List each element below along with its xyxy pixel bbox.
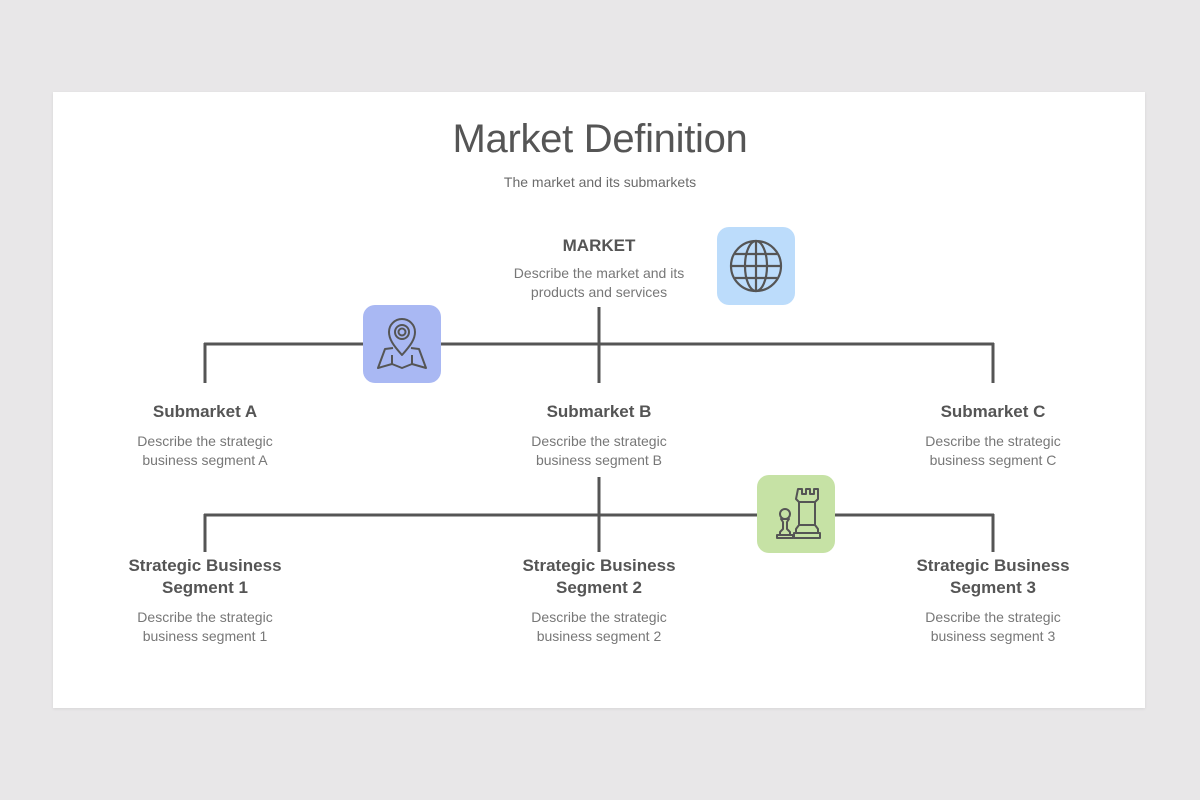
submarket-c-title: Submarket C bbox=[940, 402, 1046, 421]
submarket-c-node: Submarket C Describe the strategic busin… bbox=[883, 401, 1103, 470]
segment-1-node: Strategic Business Segment 1 Describe th… bbox=[95, 555, 315, 646]
segment-3-node: Strategic Business Segment 3 Describe th… bbox=[883, 555, 1103, 646]
chess-icon bbox=[776, 488, 821, 539]
segment-1-desc-line2: business segment 1 bbox=[142, 628, 268, 644]
map-pin-icon-box bbox=[363, 305, 441, 383]
page-title: Market Definition bbox=[452, 117, 748, 161]
segment-2-title-line1: Strategic Business bbox=[522, 556, 676, 575]
submarket-b-desc-line1: Describe the strategic bbox=[531, 433, 667, 449]
submarket-b-node: Submarket B Describe the strategic busin… bbox=[489, 401, 709, 470]
segment-1-title-line2: Segment 1 bbox=[162, 578, 248, 597]
chess-icon-box bbox=[757, 475, 835, 553]
page-subtitle: The market and its submarkets bbox=[503, 174, 697, 190]
segment-2-node: Strategic Business Segment 2 Describe th… bbox=[489, 555, 709, 646]
map-pin-icon bbox=[377, 318, 427, 369]
submarket-a-node: Submarket A Describe the strategic busin… bbox=[95, 401, 315, 470]
globe-icon-box bbox=[717, 227, 795, 305]
market-title: MARKET bbox=[562, 236, 636, 255]
submarket-b-title: Submarket B bbox=[546, 402, 652, 421]
segment-1-title-line1: Strategic Business bbox=[128, 556, 282, 575]
market-node: MARKET Describe the market and its produ… bbox=[489, 235, 709, 302]
submarket-a-title: Submarket A bbox=[152, 402, 258, 421]
submarket-c-desc-line1: Describe the strategic bbox=[925, 433, 1061, 449]
submarket-a-desc-line2: business segment A bbox=[142, 452, 268, 468]
segment-3-title-line2: Segment 3 bbox=[950, 578, 1036, 597]
market-desc-line1: Describe the market and its bbox=[513, 265, 685, 281]
market-desc-line2: products and services bbox=[530, 284, 668, 300]
segment-2-desc-line2: business segment 2 bbox=[536, 628, 662, 644]
submarket-b-desc-line2: business segment B bbox=[535, 452, 663, 468]
slide bbox=[53, 92, 1145, 708]
submarket-a-desc-line1: Describe the strategic bbox=[137, 433, 273, 449]
globe-icon bbox=[729, 239, 783, 293]
submarket-c-desc-line2: business segment C bbox=[929, 452, 1057, 468]
segment-3-title-line1: Strategic Business bbox=[916, 556, 1070, 575]
segment-2-desc-line1: Describe the strategic bbox=[531, 609, 667, 625]
segment-3-desc-line2: business segment 3 bbox=[930, 628, 1056, 644]
segment-1-desc-line1: Describe the strategic bbox=[137, 609, 273, 625]
segment-2-title-line2: Segment 2 bbox=[556, 578, 642, 597]
segment-3-desc-line1: Describe the strategic bbox=[925, 609, 1061, 625]
